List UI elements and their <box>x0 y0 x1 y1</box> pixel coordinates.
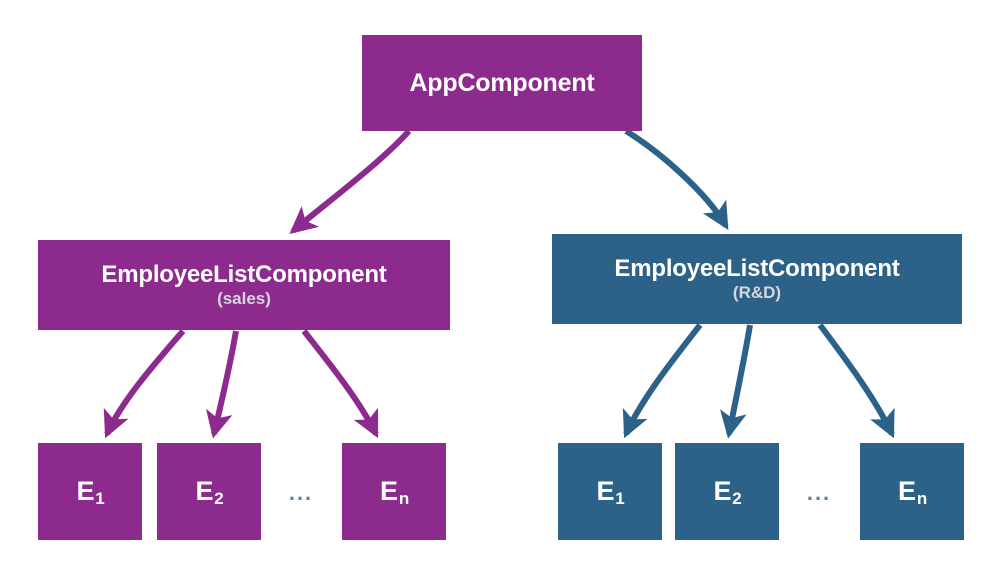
node-employee-list-rnd[interactable]: EmployeeListComponent (R&D) <box>552 234 962 324</box>
edge-sales-to-e1 <box>103 329 186 439</box>
leaf-subscript: 2 <box>732 489 742 509</box>
node-employee-list-rnd-label: EmployeeListComponent <box>614 254 900 282</box>
leaf-subscript: 1 <box>95 489 105 509</box>
edge-sales-to-en <box>301 329 379 439</box>
node-employee-list-rnd-subtitle: (R&D) <box>732 282 782 302</box>
node-employee-list-sales-subtitle: (sales) <box>217 288 271 308</box>
leaf-subscript: n <box>398 489 409 509</box>
ellipsis-sales: ... <box>288 480 314 505</box>
leaf-subscript: n <box>916 489 927 509</box>
node-employee-list-sales-label: EmployeeListComponent <box>101 260 387 288</box>
ellipsis-rnd: ... <box>806 480 832 505</box>
leaf-base: E <box>596 476 615 507</box>
leaf-base: E <box>898 476 916 507</box>
edge-app-to-rnd <box>624 128 729 231</box>
edge-rnd-to-en <box>817 323 895 439</box>
edge-rnd-to-e1 <box>622 323 703 439</box>
edge-rnd-to-e2 <box>720 324 753 439</box>
leaf-subscript: 2 <box>214 489 224 509</box>
edge-sales-to-e2 <box>206 330 239 439</box>
node-app-component[interactable]: AppComponent <box>362 35 642 131</box>
node-employee-list-sales[interactable]: EmployeeListComponent (sales) <box>38 240 450 330</box>
leaf-base: E <box>76 476 95 507</box>
leaf-subscript: 1 <box>615 489 625 509</box>
leaf-base: E <box>195 476 214 507</box>
node-app-component-label: AppComponent <box>409 68 595 97</box>
leaf-base: E <box>380 476 398 507</box>
edge-app-to-sales <box>289 128 412 235</box>
leaf-base: E <box>713 476 732 507</box>
